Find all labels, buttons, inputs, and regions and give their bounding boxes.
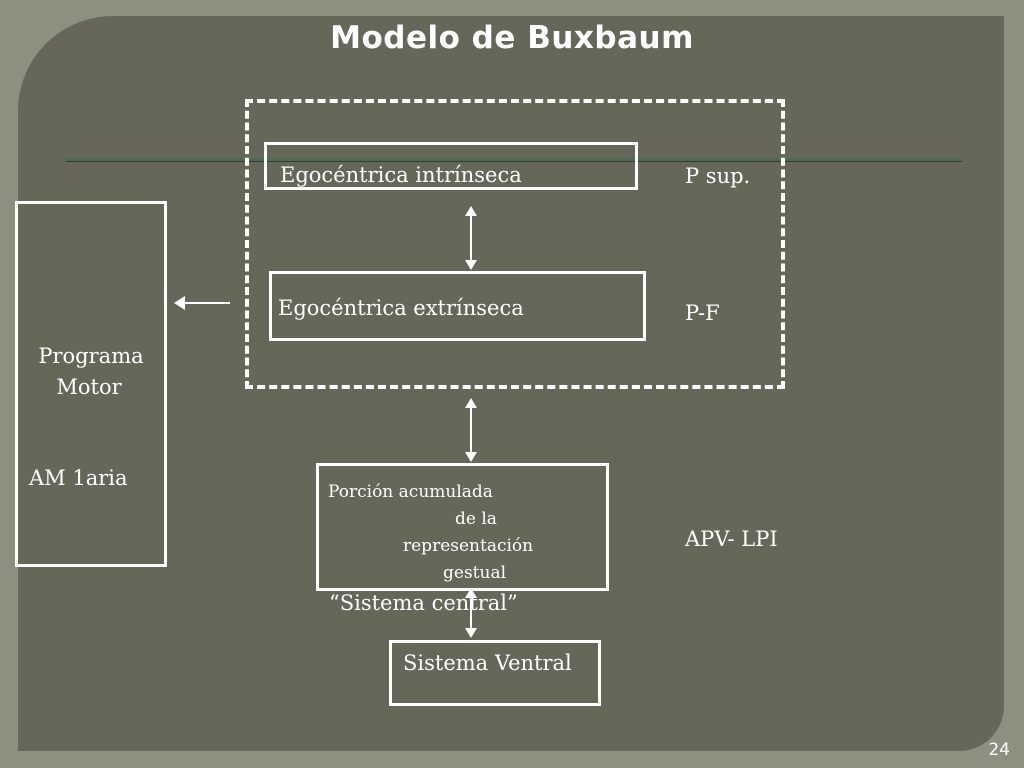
programa-motor-line1: Programa [38,344,144,368]
double-arrow-intrinseca-extrinseca [465,206,477,270]
region-label-p-sup: P sup. [685,164,751,188]
porcion-acumulada-box [316,463,609,591]
porcion-line1: Porción acumulada [328,482,493,502]
egocentrica-intrinseca-box [264,142,638,190]
arrow-to-programa-motor [174,296,230,310]
slide-title: Modelo de Buxbaum [330,20,694,56]
porcion-line2: de la [455,509,497,529]
porcion-line3: representación [403,536,534,556]
double-arrow-porcion-ventral [465,588,477,638]
egocentric-group-box [245,99,785,389]
page-number: 24 [988,740,1010,760]
egocentrica-extrinseca-box [269,271,646,341]
programa-motor-line2: Motor [56,375,122,399]
egocentrica-extrinseca-label: Egocéntrica extrínseca [278,296,524,320]
programa-motor-box [15,201,167,567]
am-1aria-label: AM 1aria [29,466,128,490]
egocentrica-intrinseca-label: Egocéntrica intrínseca [280,163,522,187]
region-label-apv-lpi: APV- LPI [685,527,778,551]
double-arrow-group-porcion [465,398,477,462]
sistema-ventral-label: Sistema Ventral [403,651,572,675]
slide-panel [18,16,1004,751]
sistema-ventral-box [389,640,601,706]
sistema-central-label: “Sistema central” [329,591,518,615]
region-label-p-f: P-F [685,301,720,325]
title-divider [66,158,962,162]
porcion-line4: gestual [443,563,507,583]
